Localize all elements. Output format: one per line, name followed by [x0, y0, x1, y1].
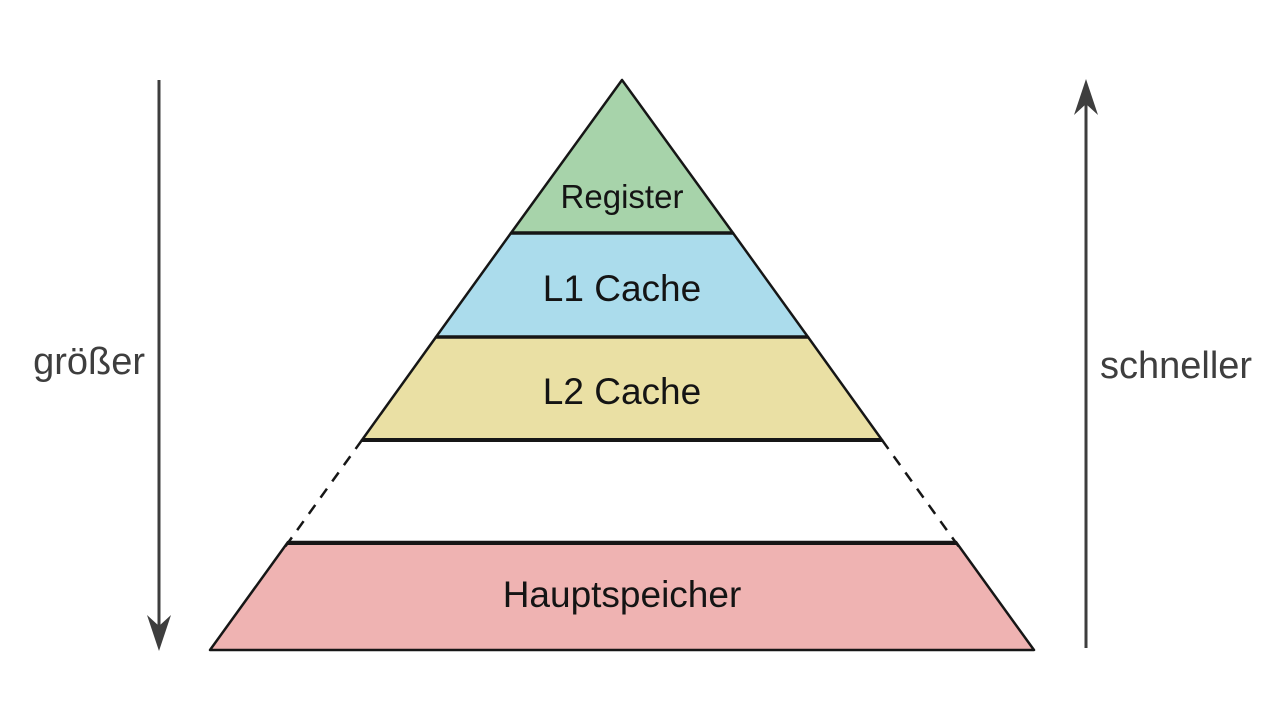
groesser-label: größer [33, 341, 145, 383]
right-annotation: schneller [1074, 79, 1252, 648]
pyramid: Register L1 Cache L2 Cache Hauptspeicher [208, 78, 1036, 652]
arrow-down-head-icon [147, 615, 171, 651]
dashed-side-right [880, 439, 961, 548]
arrow-up-head-icon [1074, 79, 1098, 115]
layer-hauptspeicher-label: Hauptspeicher [503, 574, 742, 615]
layer-register-label: Register [561, 178, 684, 215]
left-annotation: größer [33, 80, 171, 651]
layer-l1-label: L1 Cache [543, 268, 701, 309]
layer-l2-label: L2 Cache [543, 371, 701, 412]
dashed-side-left [283, 439, 364, 548]
schneller-label: schneller [1100, 345, 1252, 387]
